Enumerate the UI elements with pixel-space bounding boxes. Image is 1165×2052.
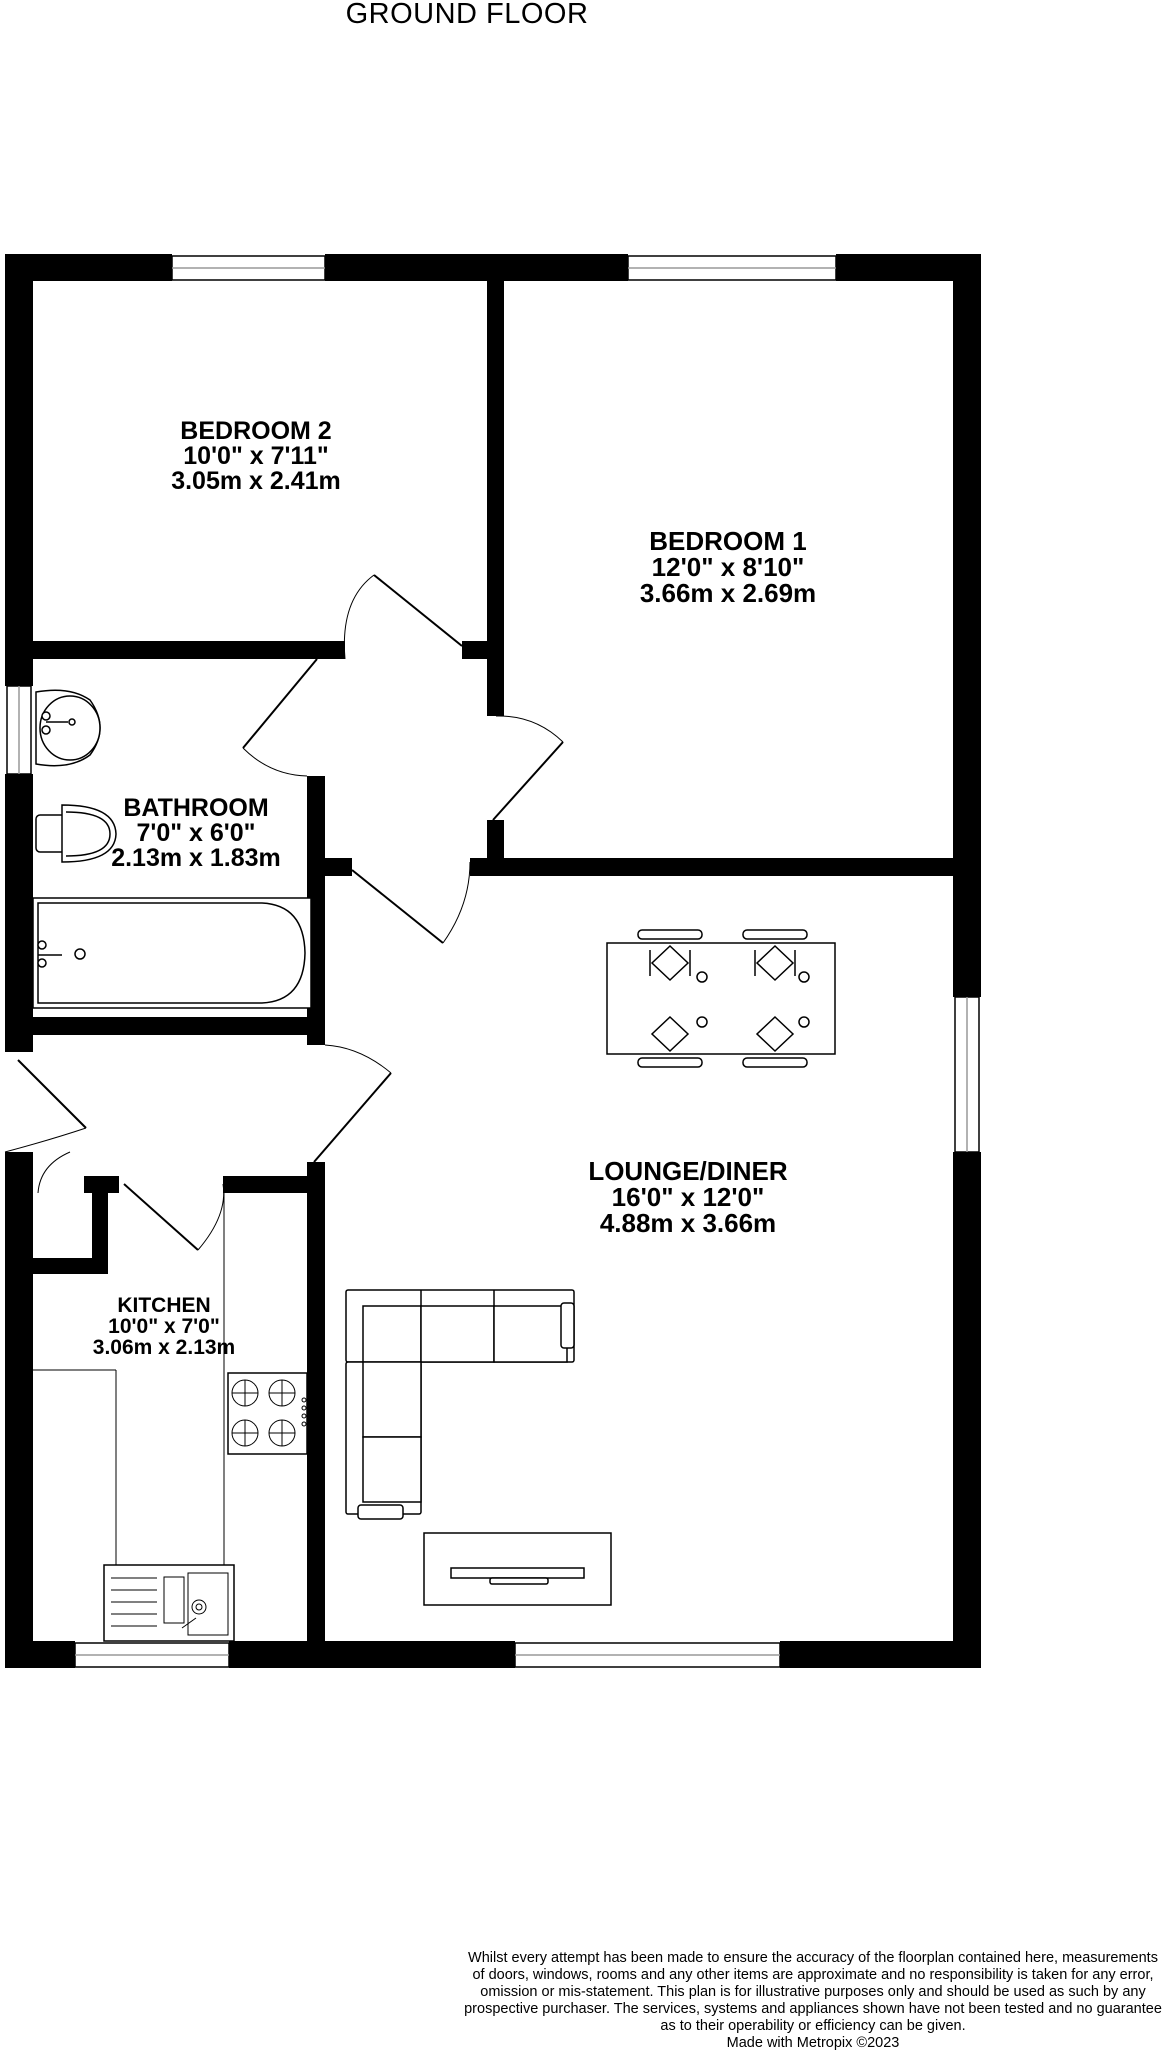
room-name: BATHROOM [123,794,269,822]
tv-unit [423,1532,612,1606]
disclaimer-line: Whilst every attempt has been made to en… [468,1950,1158,1966]
disclaimer-text: Whilst every attempt has been made to en… [463,1950,1163,2052]
room-name: BEDROOM 1 [649,526,807,556]
room-name: LOUNGE/DINER [588,1156,788,1186]
room-dimensions-metric: 3.06m x 2.13m [92,1336,236,1359]
room-dimensions-imperial: 10'0" x 7'11" [183,442,329,470]
room-label-kitchen: KITCHEN 10'0" x 7'0" 3.06m x 2.13m [58,1295,270,1358]
dining-table [606,929,836,1068]
bathroom-fixtures [32,689,312,1009]
metropix-credit: Made with Metropix ©2023 [726,2035,900,2051]
room-dimensions-imperial: 12'0" x 8'10" [651,552,805,582]
room-name: BEDROOM 2 [180,417,332,445]
walls [5,254,981,1668]
room-label-bedroom-1: BEDROOM 1 12'0" x 8'10" 3.66m x 2.69m [588,528,868,606]
windows [6,255,980,1668]
sofa [345,1289,575,1520]
room-dimensions-metric: 3.66m x 2.69m [639,578,817,608]
disclaimer-line: of doors, windows, rooms and any other i… [472,1967,1154,1983]
room-label-lounge-diner: LOUNGE/DINER 16'0" x 12'0" 4.88m x 3.66m [555,1158,821,1236]
room-dimensions-metric: 3.05m x 2.41m [171,467,341,495]
disclaimer-line: prospective purchaser. The services, sys… [464,2001,1162,2017]
room-label-bathroom: BATHROOM 7'0" x 6'0" 2.13m x 1.83m [78,796,314,871]
room-name: KITCHEN [117,1294,211,1317]
room-dimensions-imperial: 16'0" x 12'0" [611,1182,765,1212]
disclaimer-line: as to their operability or efficiency ca… [660,2018,966,2034]
room-dimensions-imperial: 7'0" x 6'0" [136,819,256,847]
disclaimer-line: omission or mis-statement. This plan is … [480,1984,1146,2000]
kitchen-fittings [33,1193,308,1642]
room-dimensions-metric: 2.13m x 1.83m [111,844,281,872]
room-dimensions-imperial: 10'0" x 7'0" [108,1315,220,1338]
doors [4,574,564,1251]
room-label-bedroom-2: BEDROOM 2 10'0" x 7'11" 3.05m x 2.41m [118,419,394,494]
room-dimensions-metric: 4.88m x 3.66m [599,1208,777,1238]
floor-title: GROUND FLOOR [345,0,589,30]
